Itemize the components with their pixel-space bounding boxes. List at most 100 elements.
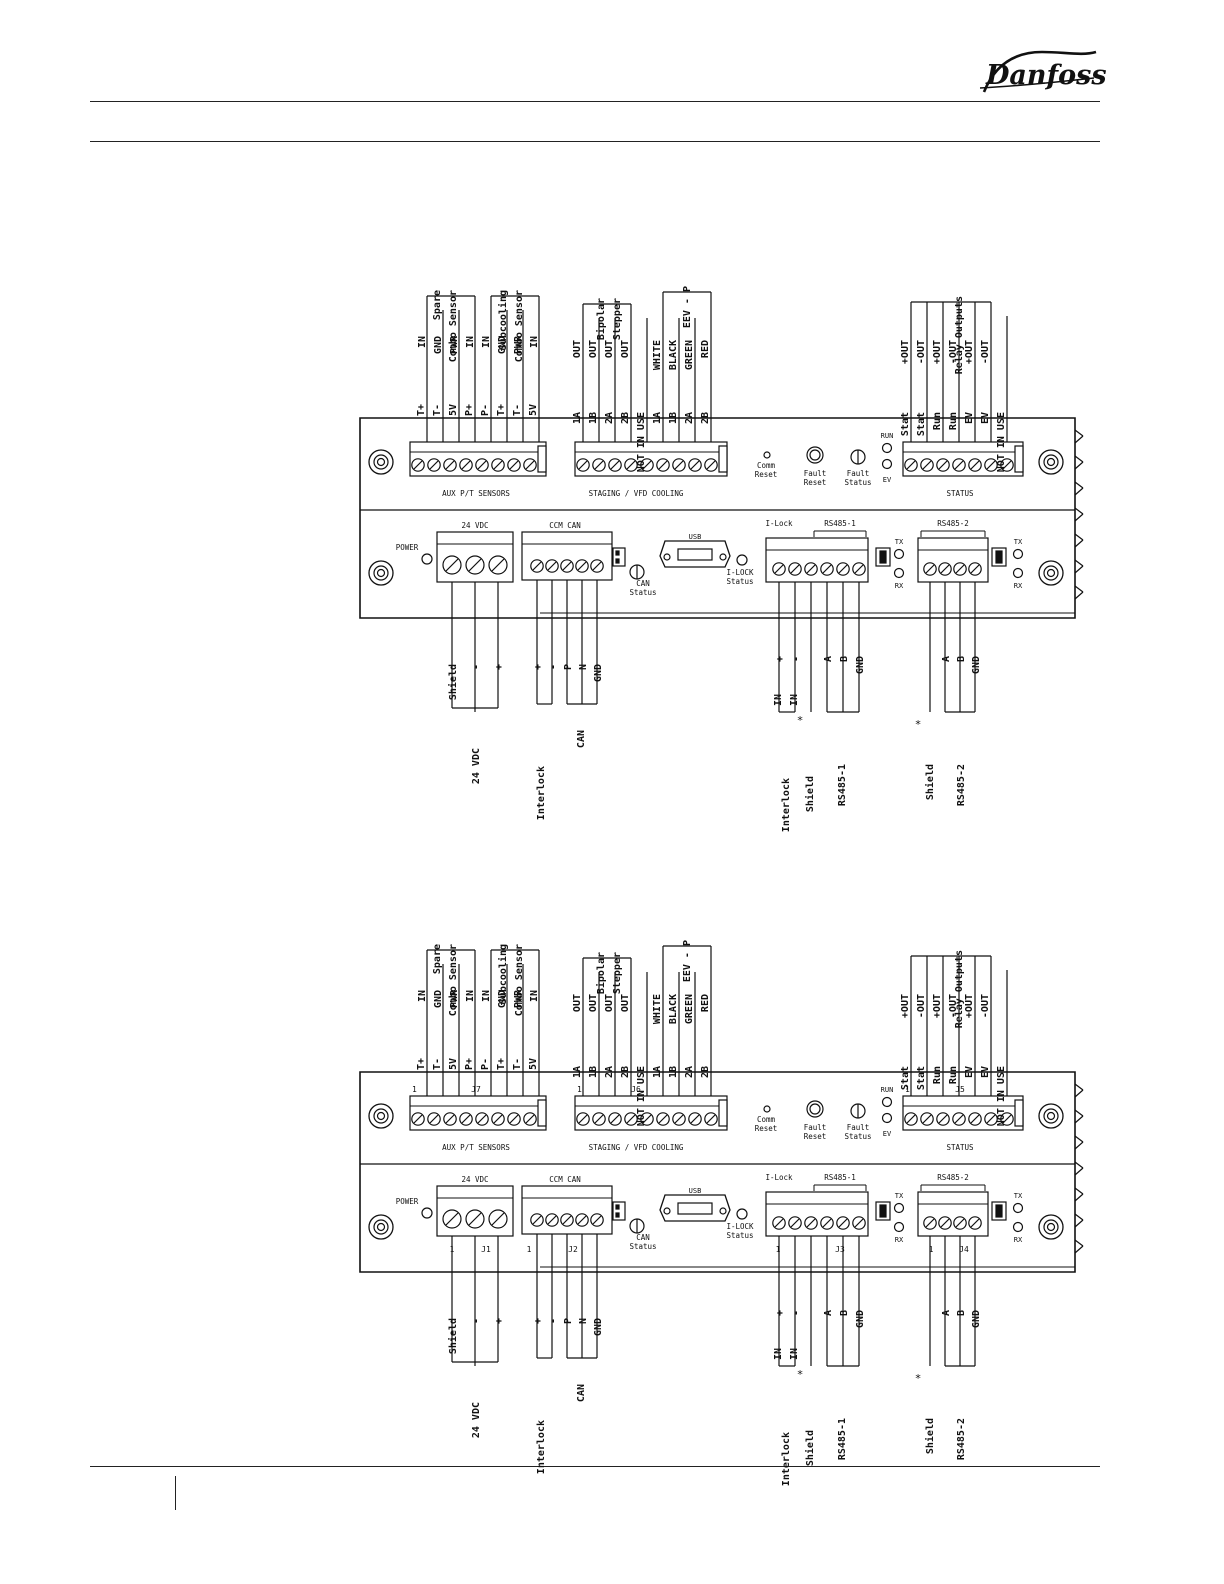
rs485-1-label: RS485-1 — [824, 519, 856, 528]
signal-function-label: +OUT — [932, 994, 943, 1018]
signal-label: Stat — [916, 1066, 927, 1090]
screw-slot — [658, 1114, 668, 1124]
usb-screw — [663, 553, 671, 561]
screw-slot — [642, 1114, 652, 1124]
signal-function-label: BLACK — [668, 994, 679, 1024]
signal-function-label: IN — [465, 990, 476, 1002]
heatsink-fin — [1074, 481, 1084, 489]
signal-label: Shield — [447, 1318, 459, 1354]
heatsink-fin — [1074, 1219, 1084, 1228]
signal-function-label: -OUT — [916, 994, 927, 1018]
led-indicator — [1012, 1221, 1024, 1233]
fault-reset-button-inner — [809, 449, 821, 461]
screw-slot — [940, 1218, 950, 1228]
comm-reset-label: Reset — [755, 1124, 778, 1133]
screw-slot — [690, 460, 700, 470]
heatsink-fin — [1074, 559, 1084, 567]
screw-slot — [838, 564, 848, 574]
usb-label: USB — [689, 533, 702, 541]
screw-slot — [594, 460, 604, 470]
terminal-block-label: AUX P/T SENSORS — [442, 1143, 510, 1152]
signal-label: P — [563, 1318, 574, 1324]
signal-label: T+ — [416, 404, 427, 416]
screw-slot — [970, 1218, 980, 1228]
fault-status-label: Status — [844, 1132, 871, 1141]
signal-function-label: IN — [465, 336, 476, 348]
signal-label: EV — [964, 412, 975, 424]
group-title: CAN — [576, 730, 587, 748]
signal-label: A — [941, 1310, 952, 1316]
signal-function-label: IN — [773, 1348, 784, 1360]
signal-label: T+ — [416, 1058, 427, 1070]
screw-slot — [626, 460, 636, 470]
screw-slot — [592, 1215, 602, 1225]
run-led-label: RUN — [881, 1086, 894, 1094]
terminal-block-label: STATUS — [946, 1143, 974, 1152]
heatsink-fin — [1074, 1239, 1084, 1247]
fault-reset-label: Fault — [804, 469, 827, 478]
screw-slot — [906, 1114, 916, 1124]
jack-label: J1 — [481, 1245, 491, 1254]
signal-label: 2B — [620, 412, 631, 424]
screw-slot — [461, 1114, 471, 1124]
led-indicator — [893, 1202, 905, 1214]
heatsink-fin — [1074, 1135, 1084, 1143]
usb-socket — [677, 1202, 713, 1215]
screw-slot — [562, 1215, 572, 1225]
screw-slot — [822, 564, 832, 574]
jumper-pin — [615, 1212, 620, 1218]
signal-label: NOT IN USE — [996, 412, 1007, 472]
signal-function-label: -OUT — [980, 994, 991, 1018]
screw-slot — [491, 558, 505, 572]
heatsink-fin — [1074, 1141, 1084, 1150]
usb-screw — [719, 553, 727, 561]
signal-label: GND — [971, 656, 982, 674]
jack-label: J3 — [835, 1245, 845, 1254]
signal-label: NOT IN USE — [636, 412, 647, 472]
group-title: Shield — [804, 1430, 816, 1466]
screw-slot — [626, 1114, 636, 1124]
fault-reset-label: Reset — [804, 478, 827, 487]
signal-label: EV — [980, 412, 991, 424]
signal-function-label: +OUT — [964, 340, 975, 364]
signal-function-label: IN — [789, 694, 800, 706]
group-title: Stepper — [612, 952, 623, 994]
fault-reset-label: Fault — [804, 1123, 827, 1132]
signal-function-label: +OUT — [964, 994, 975, 1018]
group-title: Interlock — [536, 1420, 547, 1474]
screw-slot — [1002, 460, 1012, 470]
signal-label: GND — [593, 664, 604, 682]
screw-slot — [509, 1114, 519, 1124]
pin-one-marker: 1 — [577, 1085, 582, 1094]
fault-status-label: Fault — [847, 469, 870, 478]
ilock-status-label: I-LOCK — [726, 1222, 754, 1231]
heatsink-fin — [1074, 1193, 1084, 1202]
signal-label: P- — [480, 404, 491, 416]
screw-slot — [954, 460, 964, 470]
signal-label: B — [839, 656, 850, 662]
screw-slot — [610, 460, 620, 470]
signal-label: P — [563, 664, 574, 670]
signal-label: T- — [432, 1058, 443, 1070]
heatsink-fin — [1074, 513, 1084, 522]
mounting-hole-core — [1046, 568, 1056, 578]
screw-slot — [468, 558, 482, 572]
screw-slot — [578, 460, 588, 470]
group-title: Interlock — [536, 766, 547, 820]
usb-screw — [719, 1207, 727, 1215]
signal-function-label: IN — [789, 1348, 800, 1360]
jumper-cap — [879, 550, 887, 564]
screw-slot — [468, 1212, 482, 1226]
group-title: Combo Sensor — [514, 944, 525, 1016]
screw-slot — [577, 561, 587, 571]
signal-function-label: -OUT — [916, 340, 927, 364]
ilock-status-label: Status — [726, 577, 753, 586]
signal-function-label: GND — [497, 336, 508, 354]
signal-label: + — [775, 656, 786, 662]
rs485-1-label: RS485-1 — [824, 1173, 856, 1182]
group-title: Stepper — [612, 298, 623, 340]
footer-rule — [90, 1466, 1100, 1467]
group-title: Spare — [432, 944, 443, 974]
run-led-label: RUN — [881, 432, 894, 440]
group-title: Interlock — [781, 1432, 792, 1486]
